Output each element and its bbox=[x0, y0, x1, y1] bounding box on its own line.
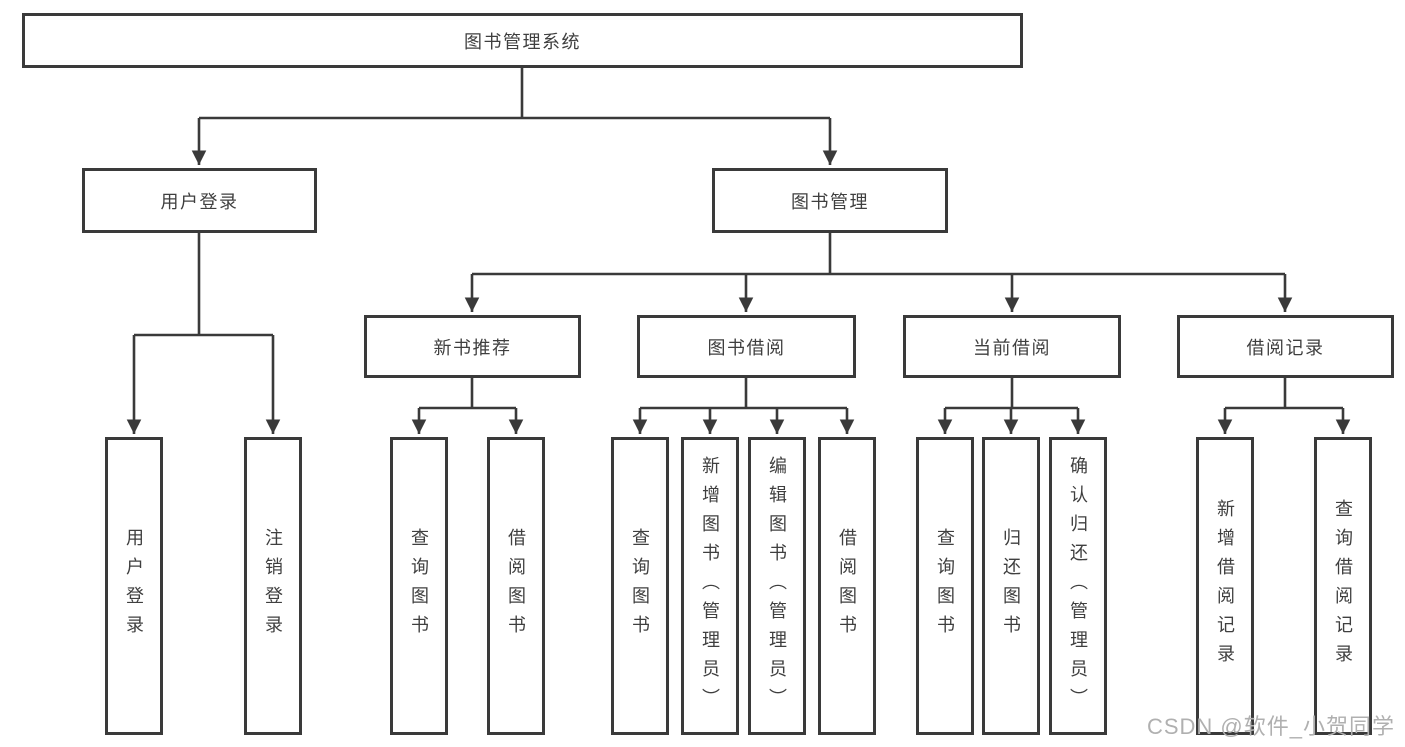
node-library-management-system: 图书管理系统 bbox=[22, 13, 1023, 68]
leaf-borrow-books: 借阅图书 bbox=[818, 437, 876, 735]
leaf-edit-books-admin: 编辑图书（管理员） bbox=[748, 437, 806, 735]
node-current-borrowing: 当前借阅 bbox=[903, 315, 1121, 378]
leaf-query-borrow-record: 查询借阅记录 bbox=[1314, 437, 1372, 735]
leaf-confirm-return-admin: 确认归还（管理员） bbox=[1049, 437, 1107, 735]
csdn-watermark: CSDN @软件_小贺同学 bbox=[1146, 714, 1395, 739]
node-book-management: 图书管理 bbox=[712, 168, 948, 233]
leaf-return-books: 归还图书 bbox=[982, 437, 1040, 735]
node-book-borrowing: 图书借阅 bbox=[637, 315, 856, 378]
node-borrowing-records: 借阅记录 bbox=[1177, 315, 1394, 378]
leaf-logout: 注销登录 bbox=[244, 437, 302, 735]
leaf-borrow-books-recommend: 借阅图书 bbox=[487, 437, 545, 735]
leaf-add-books-admin: 新增图书（管理员） bbox=[681, 437, 739, 735]
node-user-login: 用户登录 bbox=[82, 168, 317, 233]
leaf-query-books-borrow: 查询图书 bbox=[611, 437, 669, 735]
node-new-book-recommendation: 新书推荐 bbox=[364, 315, 581, 378]
leaf-query-books-recommend: 查询图书 bbox=[390, 437, 448, 735]
leaf-query-books-current: 查询图书 bbox=[916, 437, 974, 735]
leaf-add-borrow-record: 新增借阅记录 bbox=[1196, 437, 1254, 735]
leaf-user-login: 用户登录 bbox=[105, 437, 163, 735]
